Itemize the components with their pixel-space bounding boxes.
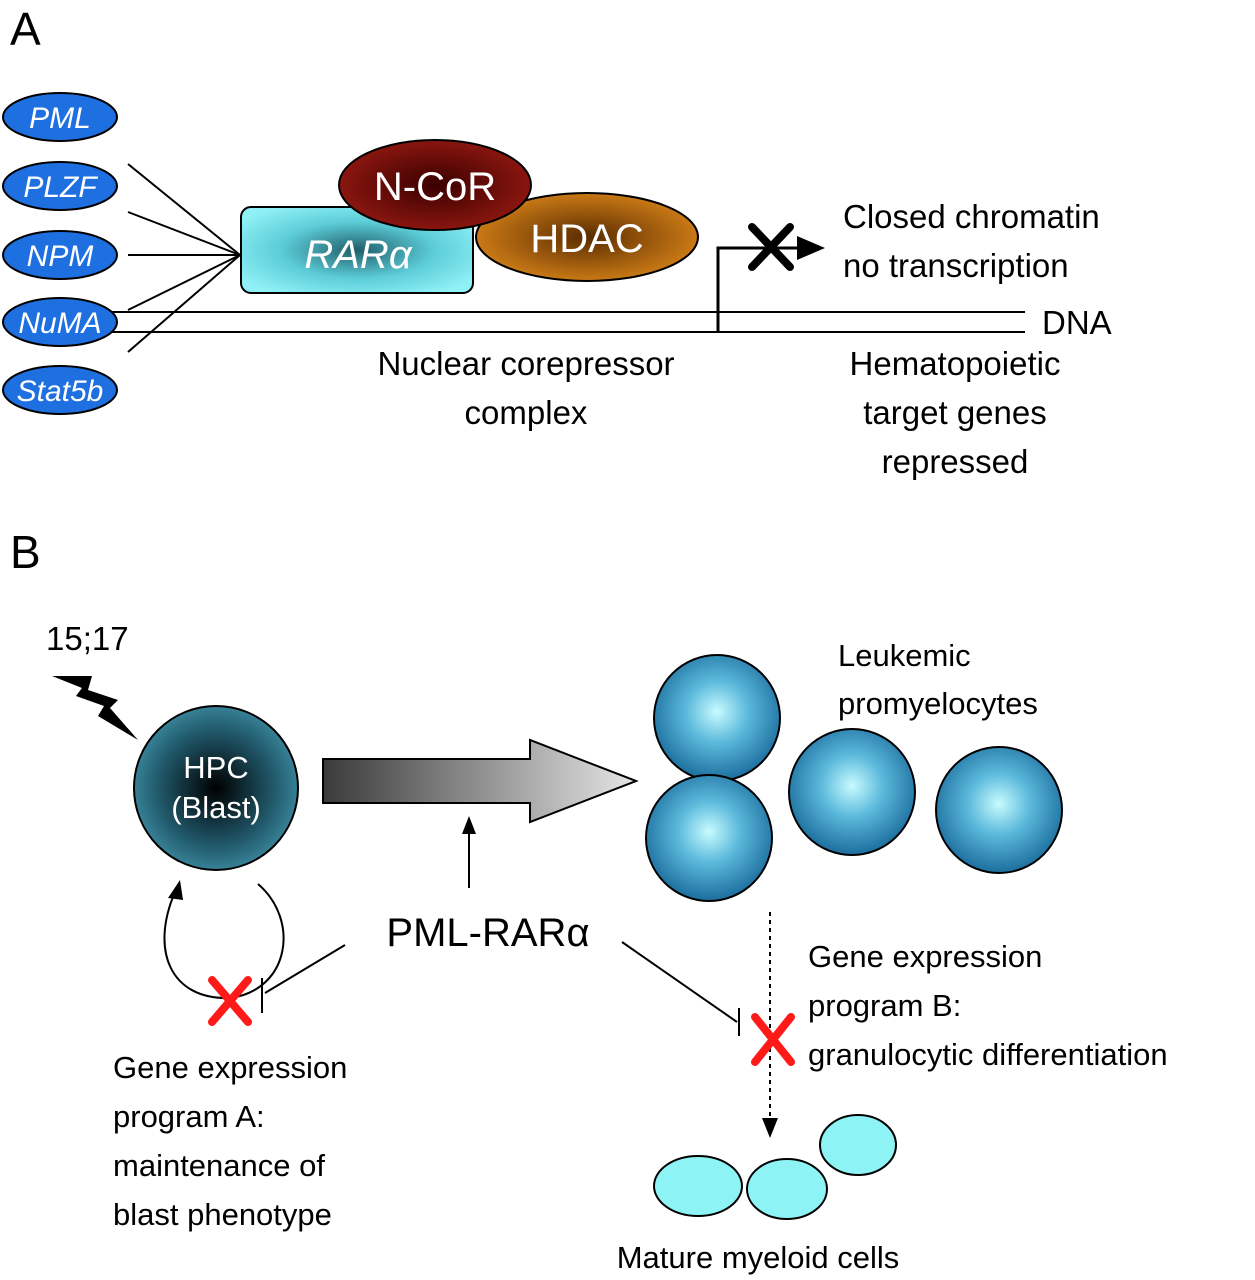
target-genes-label-line3: repressed [882,443,1029,480]
corepressor-label-line1: Nuclear corepressor [377,345,674,382]
partner-pml-label: PML [29,102,91,135]
hpc-label: HPC [183,750,248,785]
no-transcription-label: no transcription [843,247,1069,284]
pml-rar-drive-arrow [462,816,476,888]
promyelocyte-cell [653,654,781,782]
program-a-line4: blast phenotype [113,1197,332,1232]
hdac-label: HDAC [530,217,643,261]
translocation-label: 15;17 [46,620,129,657]
partner-npm-label: NPM [27,240,94,273]
inhibit-program-b-line [621,941,740,1036]
ncor-ellipse: N-CoR [338,139,532,231]
ncor-label: N-CoR [374,165,496,209]
target-genes-label-line2: target genes [863,394,1046,431]
leukemic-label-line2: promyelocytes [838,686,1038,721]
partner-numa-label: NuMA [18,307,101,340]
target-genes-label-line1: Hematopoietic [850,345,1061,382]
panel-a-letter: A [10,3,41,55]
program-b-line3: granulocytic differentiation [808,1037,1168,1072]
partner-plzf-label: PLZF [23,171,98,204]
program-a-line3: maintenance of [113,1148,325,1183]
program-a-block-x-icon [208,976,252,1026]
mature-cell [653,1155,743,1217]
partner-stat5b-label: Stat5b [17,375,104,408]
program-a-line1: Gene expression [113,1050,347,1085]
rar-alpha-label: RARα [304,233,412,277]
hdac-ellipse: HDAC [475,192,699,282]
closed-chromatin-label: Closed chromatin [843,198,1100,235]
corepressor-label-line2: complex [465,394,588,431]
mature-cell [819,1114,897,1176]
leukemic-promyelocytes [645,654,1063,902]
panel-b-letter: B [10,526,41,578]
partner-plzf: PLZF [2,161,118,211]
partner-numa: NuMA [2,297,118,347]
differentiation-arrow [322,738,639,824]
blast-label: (Blast) [171,790,261,825]
mature-myeloid-cells [653,1114,897,1220]
differentiation-dashed-arrow [762,912,778,1138]
program-b-line2: program B: [808,988,961,1023]
inhibit-program-a-line [261,944,346,1013]
promyelocyte-cell [935,746,1063,874]
dna-label: DNA [1042,304,1112,341]
promyelocyte-cell [788,728,916,856]
program-b-line1: Gene expression [808,939,1042,974]
partner-npm: NPM [2,230,118,280]
dna-strands [110,311,1025,333]
program-b-block-x-icon [751,1013,795,1066]
transcription-block-x-icon [748,223,794,271]
mature-myeloid-label: Mature myeloid cells [617,1240,900,1275]
partner-pml: PML [2,92,118,142]
self-renewal-loop [163,880,285,1000]
lightning-bolt-icon [52,676,138,740]
hpc-blast-cell: HPC (Blast) [133,705,299,871]
partner-connector-lines [127,163,241,353]
promyelocyte-cell [645,774,773,902]
leukemic-label-line1: Leukemic [838,638,971,673]
mature-cell [746,1158,828,1220]
partner-stat5b: Stat5b [2,365,118,415]
program-a-line2: program A: [113,1099,265,1134]
pml-rar-alpha-label: PML-RARα [386,911,589,955]
